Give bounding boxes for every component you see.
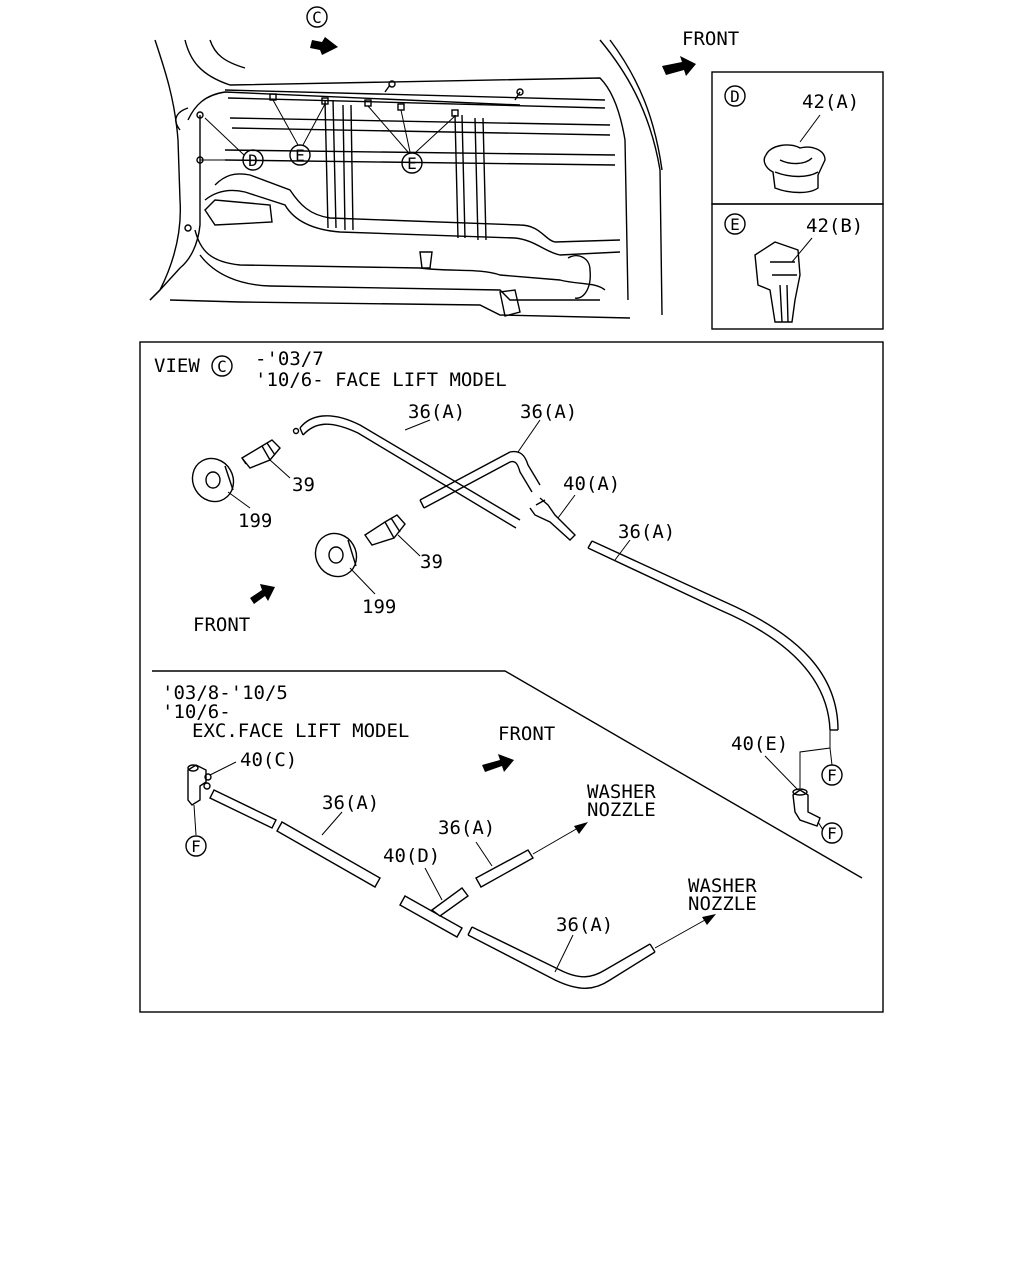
upper-nozzle-bottom: 39 [420, 551, 443, 573]
view-c-panel: VIEW C -'03/7 '10/6- FACE LIFT MODEL 36(… [139, 341, 884, 1013]
vehicle-overview: D E E C FRONT [149, 6, 739, 319]
view-c-marker: C [312, 8, 322, 27]
washer2-line1: WASHER [688, 875, 757, 897]
upper-marker-f2: F [827, 824, 837, 843]
view-c-circle [306, 6, 328, 28]
front-arrow-icon [662, 56, 696, 76]
section-divider [152, 670, 863, 879]
lower-line1: '03/8-'10/5 [162, 682, 288, 704]
callout-d: D [248, 151, 258, 170]
lower-joint-c: 40(C) [240, 749, 297, 771]
washer1-line2: NOZZLE [587, 799, 656, 821]
upper-hose-a2: 36(A) [520, 401, 577, 423]
grommet-199-top-icon [191, 457, 235, 503]
detail-d-part: 42(A) [802, 91, 859, 113]
lower-hose-a1: 36(A) [322, 792, 379, 814]
lower-joint-d: 40(D) [383, 845, 440, 867]
detail-e-part: 42(B) [806, 215, 863, 237]
lower-hose-a3: 36(A) [556, 914, 613, 936]
washer1-line1: WASHER [587, 781, 656, 803]
upper-joint-e: 40(E) [731, 733, 788, 755]
lower-hose-a2: 36(A) [438, 817, 495, 839]
upper-hose-a3: 36(A) [618, 521, 675, 543]
callout-e1: E [295, 146, 305, 165]
upper-front-arrow-icon [250, 584, 275, 604]
callout-e2-circle [401, 152, 423, 174]
washer2-line2: NOZZLE [688, 893, 757, 915]
top-front-label: FRONT [682, 28, 739, 50]
callout-e1-circle [289, 144, 311, 166]
upper-line2: '10/6- FACE LIFT MODEL [255, 369, 507, 391]
upper-joint-a: 40(A) [563, 473, 620, 495]
detail-d-box: D 42(A) [711, 71, 884, 205]
callout-d-circle [242, 149, 264, 171]
joint-40a-icon [529, 497, 576, 541]
clip-42a-icon [763, 144, 826, 194]
detail-d-marker: D [730, 87, 740, 106]
joint-40c-icon [187, 764, 207, 806]
lower-line3: EXC.FACE LIFT MODEL [192, 720, 409, 742]
upper-grommet-bottom: 199 [362, 596, 396, 618]
lower-line2: '10/6- [162, 701, 231, 723]
detail-e-box: E 42(B) [711, 203, 884, 330]
view-prefix: VIEW [154, 355, 200, 377]
lower-marker-f: F [191, 837, 201, 856]
washer-arrow-2-icon [702, 914, 716, 925]
joint-40d-icon [399, 895, 463, 938]
joint-40e-icon [792, 789, 821, 827]
grommet-199-bottom-icon [314, 532, 358, 578]
upper-grommet-top: 199 [238, 510, 272, 532]
lower-front-arrow-icon [482, 754, 514, 772]
upper-marker-f1: F [827, 766, 837, 785]
view-panel-marker: C [217, 357, 227, 376]
detail-e-marker: E [730, 215, 740, 234]
callout-e2: E [407, 154, 417, 173]
lower-front-label: FRONT [498, 723, 555, 745]
upper-hose-a1: 36(A) [408, 401, 465, 423]
upper-line1: -'03/7 [255, 348, 324, 370]
upper-front-label: FRONT [193, 614, 250, 636]
upper-nozzle-top: 39 [292, 474, 315, 496]
clip-42b-icon [754, 241, 801, 323]
washer-arrow-1-icon [574, 822, 588, 834]
view-arrow-icon [310, 37, 338, 55]
